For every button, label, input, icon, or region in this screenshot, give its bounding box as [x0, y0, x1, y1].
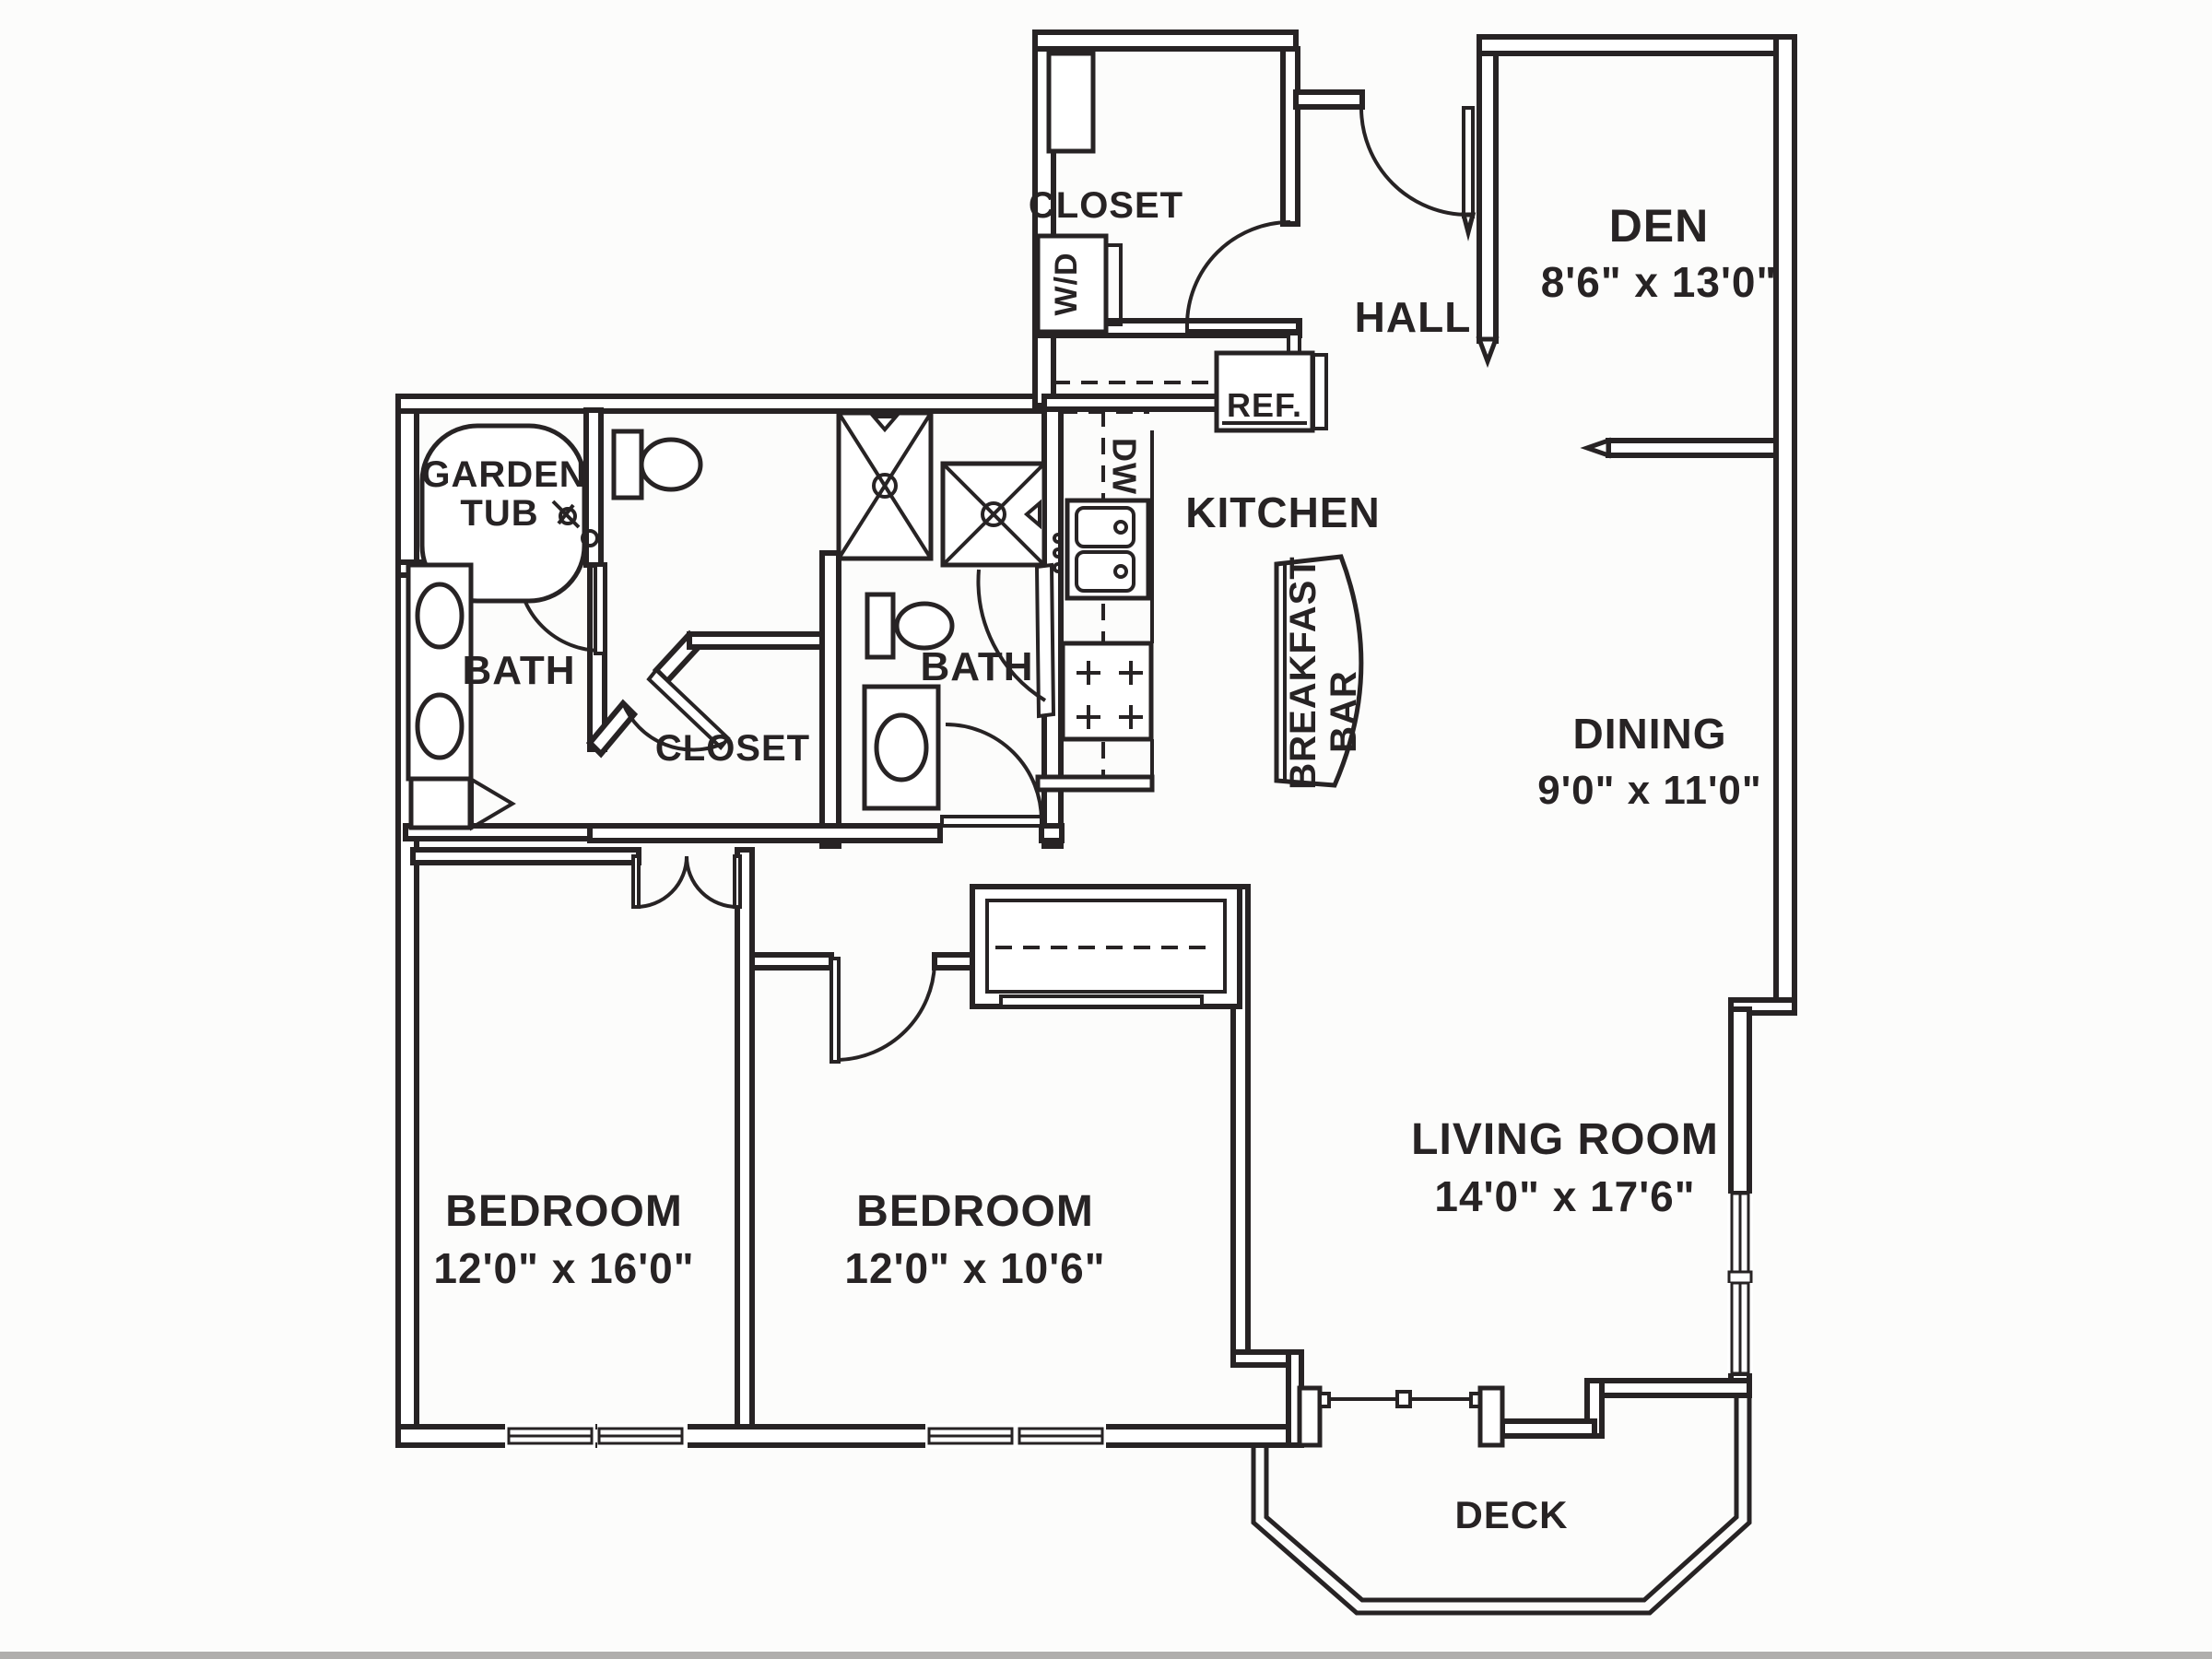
windows — [505, 1192, 1753, 1449]
walkin-closet-label: CLOSET — [655, 728, 810, 769]
bedroom2-label: BEDROOM — [856, 1187, 1094, 1236]
bath2-hall-door — [940, 723, 1043, 828]
stove — [1060, 641, 1154, 742]
window-bedroom1-right — [597, 1423, 688, 1449]
wall-den-ledge — [1606, 438, 1779, 458]
toilet-bath2 — [865, 592, 955, 660]
breakfast-bar-label-2: BAR — [1324, 670, 1364, 753]
entry-door — [1359, 106, 1477, 241]
entry-door-tip — [1460, 212, 1477, 241]
bedroom2-dims: 12'0" x 10'6" — [844, 1244, 1105, 1292]
garden-tub — [419, 423, 599, 604]
window-living-upper — [1727, 1192, 1753, 1274]
den-label: DEN — [1609, 200, 1710, 252]
window-mullion — [1727, 1270, 1753, 1285]
dining-dims: 9'0" x 11'0" — [1537, 768, 1762, 813]
wall-closet-east — [819, 550, 841, 849]
garden-tub-label-2: TUB — [460, 493, 538, 534]
washer-dryer-label: W/D — [1049, 252, 1084, 315]
shower-bath2 — [940, 461, 1047, 568]
refrigerator — [1214, 350, 1315, 433]
wall-den-west — [1477, 34, 1499, 344]
exterior-wall-right-lower — [1728, 1006, 1752, 1196]
toilet-bath1 — [611, 429, 703, 500]
linen-closet-door — [470, 776, 516, 831]
exterior-wall-left — [395, 394, 419, 1448]
bedroom1-label: BEDROOM — [445, 1187, 683, 1236]
bedroom2-closet — [970, 884, 1242, 1009]
wall-den-top — [1477, 34, 1795, 56]
dishwasher-label: DW — [1106, 438, 1144, 495]
walkin-closet-door — [621, 667, 731, 752]
bedroom2-door — [830, 957, 936, 1064]
wall-hall-bottom-b — [932, 952, 975, 971]
living-room-dims: 14'0" x 17'6" — [1434, 1172, 1695, 1220]
window-bedroom1-left — [505, 1423, 595, 1449]
garden-tub-label-1: GARDEN — [421, 454, 586, 495]
wall-closet-top — [687, 631, 840, 650]
labels: CLOSET W/D HALL DEN 8'6" x 13'0" REF. DW… — [421, 185, 1778, 1536]
wall-bottom-right-c — [1500, 1418, 1597, 1439]
laundry-shelf — [1046, 51, 1096, 154]
wall-bedroom-divider — [735, 847, 755, 1430]
bath1-label: BATH — [463, 648, 576, 693]
shower-bath1 — [836, 410, 934, 561]
deck-railing — [1251, 1395, 1752, 1616]
bedroom1-double-doors — [631, 854, 742, 909]
refrigerator-label: REF. — [1227, 386, 1302, 424]
dining-label: DINING — [1573, 710, 1727, 758]
bath2-label: BATH — [921, 644, 1034, 689]
breakfast-bar-label-1: BREAKFAST — [1283, 556, 1324, 789]
wall-tubroom-east — [583, 407, 604, 568]
kitchen-sink — [1053, 498, 1151, 601]
exterior-wall-right-upper — [1773, 34, 1797, 1012]
wall-laundry-east — [1280, 46, 1300, 227]
hall-label: HALL — [1355, 293, 1472, 341]
living-room-label: LIVING ROOM — [1411, 1115, 1719, 1164]
bath2-shower-door — [976, 562, 1056, 719]
scan-artifact — [0, 1652, 2212, 1659]
wall-kitchen-top — [1041, 394, 1222, 412]
wall-hall-top-b — [1039, 823, 1065, 843]
deck-label: DECK — [1454, 1493, 1568, 1536]
washer-dryer — [1035, 233, 1123, 335]
wall-den-west-tip — [1476, 336, 1500, 369]
linen-closet — [408, 776, 473, 830]
doors — [470, 106, 1477, 1064]
window-bedroom2-left — [925, 1423, 1016, 1449]
laundry-closet-door — [1185, 220, 1300, 333]
laundry-closet-label: CLOSET — [1029, 185, 1183, 226]
bedroom1-dims: 12'0" x 16'0" — [433, 1244, 694, 1292]
window-living-lower — [1727, 1281, 1753, 1375]
deck-sliding-door — [1297, 1385, 1505, 1448]
wall-hall-bottom-a — [749, 952, 834, 971]
vanity-bath1 — [406, 562, 474, 782]
wall-bedroom1-top — [410, 847, 641, 865]
kitchen-label: KITCHEN — [1185, 488, 1380, 536]
wall-bath-top — [395, 394, 1058, 414]
wall-closet-diagonal-b — [585, 699, 639, 759]
wall-ref-right — [1312, 353, 1328, 430]
wall-laundry-top — [1032, 29, 1299, 52]
wall-entry-stub — [1293, 89, 1365, 110]
den-dims: 8'6" x 13'0" — [1541, 258, 1778, 306]
wall-den-ledge-tip — [1580, 437, 1611, 459]
vanity-bath2 — [862, 684, 941, 811]
fixtures — [406, 51, 1752, 1616]
wall-bottom-right-a — [1597, 1378, 1752, 1398]
wall-hall-top-a — [587, 823, 943, 843]
window-bedroom2-right — [1016, 1423, 1106, 1449]
breakfast-bar — [1274, 554, 1364, 788]
